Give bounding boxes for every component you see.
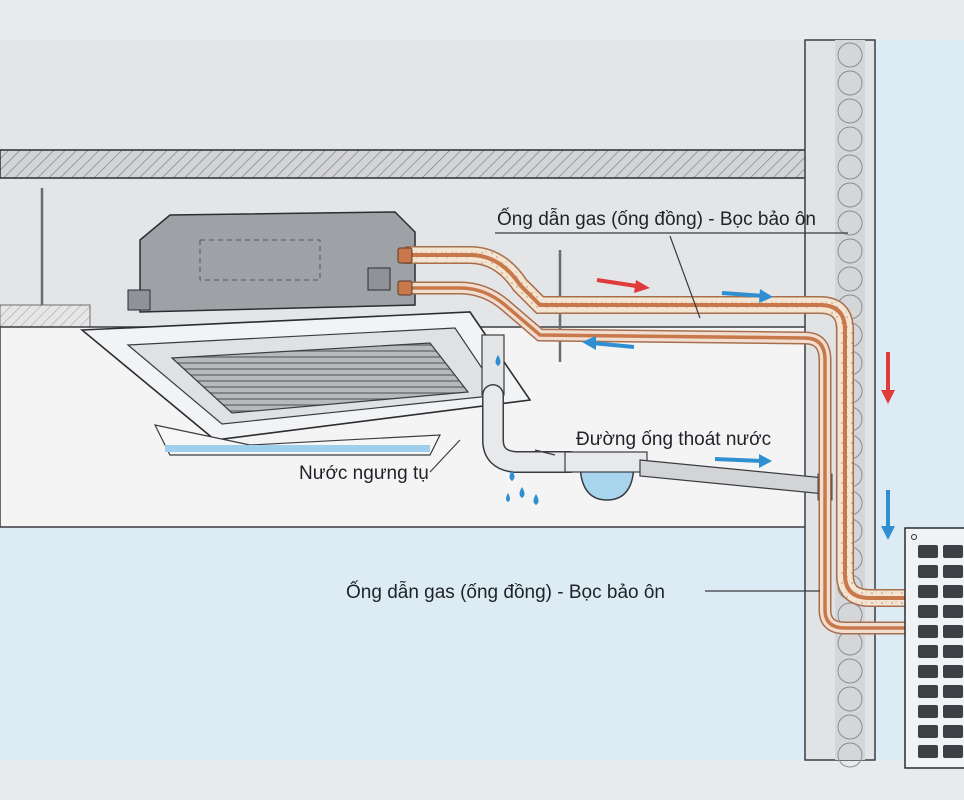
- label-drain-line: Đường ống thoát nước: [576, 429, 771, 450]
- label-condensate: Nước ngưng tụ: [299, 463, 429, 484]
- air-intake-grille: [170, 342, 470, 414]
- outdoor-unit-fin: [918, 725, 938, 738]
- outdoor-unit-fin: [918, 605, 938, 618]
- outdoor-unit-fin: [918, 545, 938, 558]
- ceiling-beam-left: [0, 304, 91, 328]
- wall-insulation-circle: [837, 714, 863, 740]
- wall-insulation-circle: [837, 742, 863, 768]
- water-drop-icon: [495, 355, 539, 505]
- gas-pipe-top-copper: [405, 253, 905, 600]
- arrow-blue-icon-head: [582, 336, 596, 350]
- wall-insulation-circle: [837, 70, 863, 96]
- outdoor-unit-fin: [943, 685, 963, 698]
- arrow-blue-icon-head: [759, 289, 773, 303]
- outdoor-unit-fin: [943, 545, 963, 558]
- pipe-flare-nut: [397, 247, 413, 264]
- room-lower-area: [0, 525, 820, 760]
- outdoor-unit-fin: [943, 705, 963, 718]
- arrow-right-red-icon-head: [634, 280, 650, 293]
- outdoor-unit-fin: [918, 565, 938, 578]
- wall-insulation-circle: [837, 154, 863, 180]
- mounting-bracket: [367, 267, 391, 291]
- wall-insulation-circle: [837, 126, 863, 152]
- wall-insulation-circle: [837, 686, 863, 712]
- outdoor-unit-fin: [918, 665, 938, 678]
- arrow-blue-icon: [591, 341, 635, 349]
- mounting-bracket: [127, 289, 151, 311]
- pipe-flare-nut: [397, 280, 413, 296]
- outdoor-unit-fin: [943, 565, 963, 578]
- floor-slab: [0, 149, 866, 179]
- wall-insulation-circle: [837, 238, 863, 264]
- leader-line-condensate: [429, 439, 461, 473]
- wall-insulation-circle: [837, 658, 863, 684]
- outdoor-unit-fin: [943, 585, 963, 598]
- leader-line-drain: [534, 449, 556, 456]
- wall-insulation-circle: [837, 42, 863, 68]
- outdoor-unit-fin: [943, 625, 963, 638]
- drain-elbow: [483, 385, 580, 472]
- arrow-blue-icon: [721, 291, 765, 298]
- outdoor-unit-fin: [918, 645, 938, 658]
- p-trap-cap: [564, 451, 648, 473]
- outdoor-unit-fin: [918, 585, 938, 598]
- outdoor-unit: [904, 527, 964, 769]
- outdoor-unit-fin: [918, 745, 938, 758]
- outdoor-unit-fin: [943, 605, 963, 618]
- outdoor-unit-fin: [943, 645, 963, 658]
- condensate-water: [165, 445, 430, 452]
- label-gas-pipe-bottom: Ống dẫn gas (ống đồng) - Bọc bảo ôn: [346, 581, 665, 603]
- gas-pipes: [397, 246, 905, 635]
- wall-insulation-circle: [837, 266, 863, 292]
- outdoor-unit-fin: [943, 725, 963, 738]
- wall-insulation-circle: [837, 210, 863, 236]
- outdoor-unit-fin: [918, 625, 938, 638]
- unit-panel-outline: [199, 239, 321, 281]
- arrow-down-blue-icon-head: [881, 526, 895, 540]
- leader-line-gas-top: [669, 235, 701, 319]
- arrow-down-red-icon-head: [881, 390, 895, 404]
- outdoor-unit-fin: [943, 665, 963, 678]
- arrow-blue-icon-head: [759, 454, 772, 468]
- gas-pipe-bottom-copper: [405, 286, 905, 630]
- outdoor-unit-fin: [918, 685, 938, 698]
- outdoor-unit-fin: [943, 745, 963, 758]
- wall-insulation-circle: [837, 98, 863, 124]
- label-gas-pipe-top: Ống dẫn gas (ống đồng) - Bọc bảo ôn: [497, 208, 816, 230]
- outdoor-unit-fin: [918, 705, 938, 718]
- wall-insulation-circle: [837, 182, 863, 208]
- outdoor-unit-fins: [918, 545, 963, 758]
- arrow-blue-icon: [714, 457, 763, 463]
- cassette-unit-body: [139, 211, 416, 313]
